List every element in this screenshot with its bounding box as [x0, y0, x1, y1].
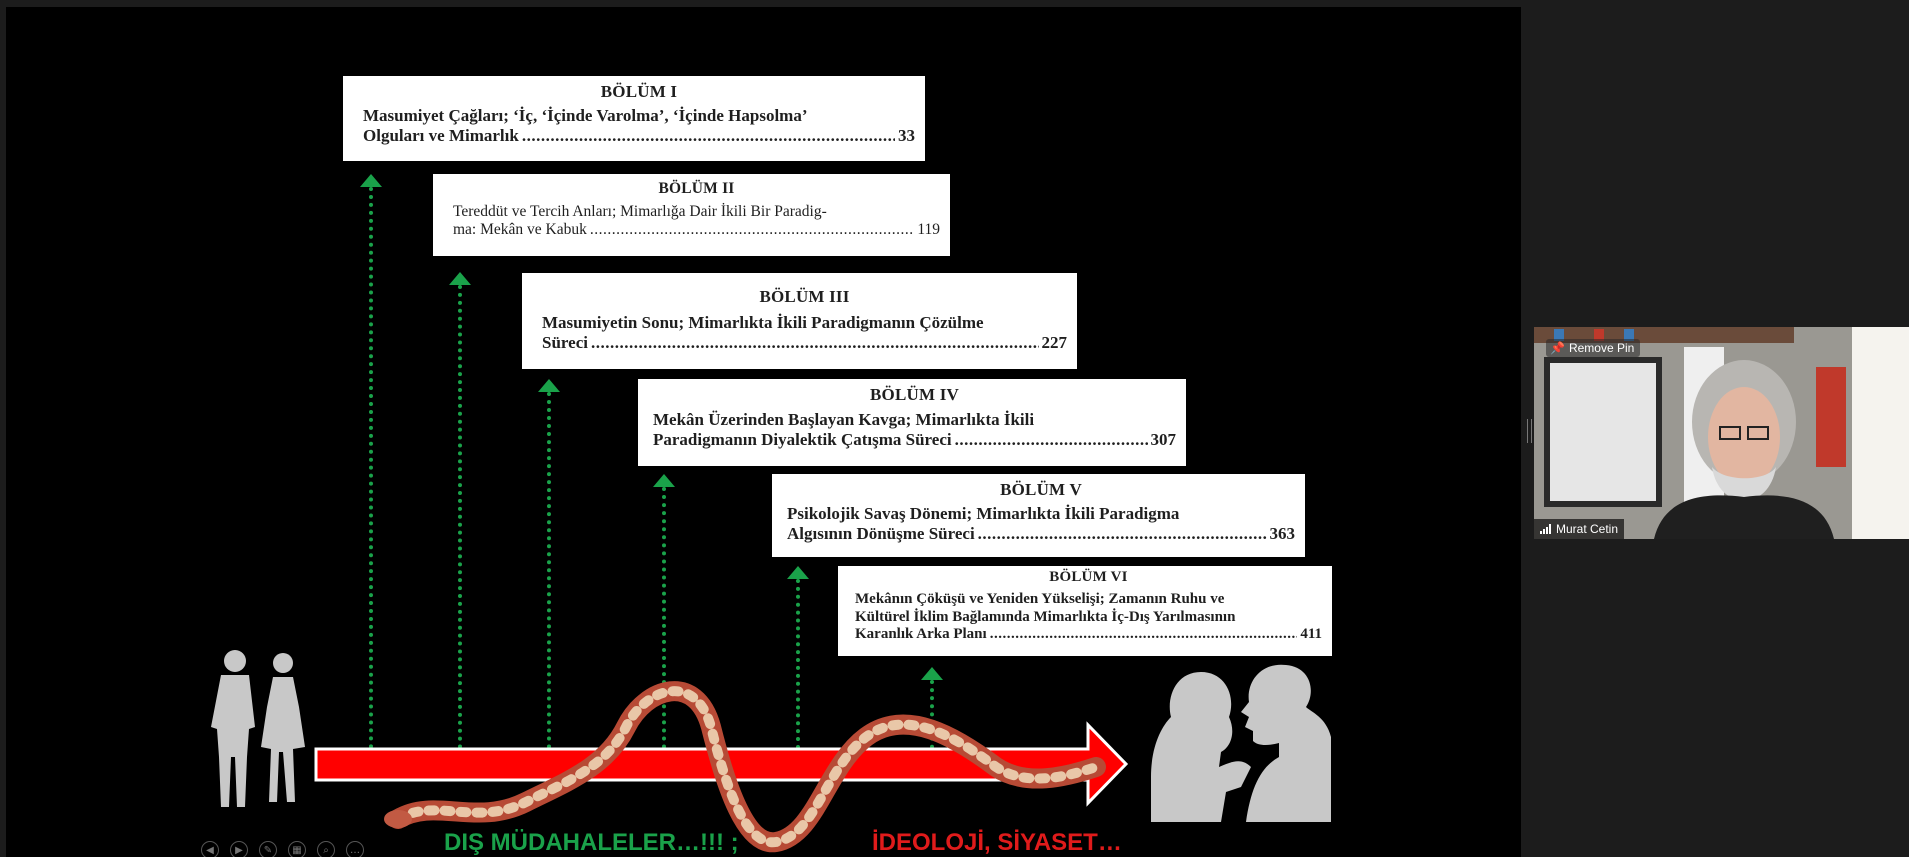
panel-resize-handle[interactable] — [1527, 419, 1532, 443]
external-interventions-text: DIŞ MÜDAHALELER…!!! ; — [444, 829, 739, 856]
signal-strength-icon — [1540, 524, 1551, 534]
chapter-title-line: Kültürel İklim Bağlamında Mimarlıkta İç-… — [855, 608, 1236, 625]
magnifier-icon: ⌕ — [323, 844, 329, 856]
pin-icon: 📌 — [1550, 341, 1565, 355]
chapter-title-line: Masumiyetin Sonu; Mimarlıkta İkili Parad… — [542, 313, 984, 332]
chevron-left-icon: ◀ — [206, 844, 214, 856]
remove-pin-label: Remove Pin — [1568, 341, 1635, 355]
chapter-box-4: BÖLÜM IV Mekân Üzerinden Başlayan Kavga;… — [638, 379, 1186, 466]
chapter-heading: BÖLÜM VI — [1049, 569, 1128, 585]
webcam-feed — [1534, 327, 1909, 539]
chapter-title-line: Mekânın Çöküşü ve Yeniden Yükselişi; Zam… — [855, 591, 1225, 607]
chapter-page: 307 — [1150, 430, 1177, 450]
participant-name: Murat Cetin — [1556, 522, 1619, 536]
chapter-box-3: BÖLÜM III Masumiyetin Sonu; Mimarlıkta İ… — [522, 273, 1077, 369]
chapter-title-line: Karanlık Arka Planı — [855, 626, 987, 643]
ideology-politics-text: İDEOLOJİ, SİYASET… — [872, 829, 1122, 856]
chapter-box-5: BÖLÜM V Psikolojik Savaş Dönemi; Mimarlı… — [772, 474, 1305, 557]
chapter-title-line: Olguları ve Mimarlık — [363, 126, 519, 146]
chapter-heading: BÖLÜM I — [600, 82, 678, 101]
chapter-page: 33 — [898, 126, 915, 146]
chevron-right-icon: ▶ — [235, 844, 243, 856]
slides-icon: ▦ — [292, 844, 302, 856]
pen-tool-button[interactable]: ✎ — [259, 841, 277, 857]
more-options-button[interactable]: … — [346, 841, 364, 857]
more-icon: … — [350, 844, 360, 856]
chapter-heading: BÖLÜM II — [658, 180, 735, 197]
presentation-slide: BÖLÜM I Masumiyet Çağları; ‘İç, ‘İçinde … — [6, 7, 1521, 857]
chapter-title-line: Psikolojik Savaş Dönemi; Mimarlıkta İkil… — [787, 504, 1180, 523]
chapter-title-line: Tereddüt ve Tercih Anları; Mimarlığa Dai… — [453, 203, 827, 220]
pen-icon: ✎ — [263, 844, 273, 856]
chapter-box-1: BÖLÜM I Masumiyet Çağları; ‘İç, ‘İçinde … — [343, 76, 925, 161]
chapter-title-line: Masumiyet Çağları; ‘İç, ‘İçinde Varolma’… — [363, 106, 808, 125]
participant-video-tile[interactable]: 📌 Remove Pin Murat Cetin — [1534, 327, 1909, 539]
chapter-title-line: ma: Mekân ve Kabuk — [453, 221, 587, 239]
chapter-heading: BÖLÜM III — [759, 287, 850, 306]
chapter-page: 119 — [917, 221, 940, 239]
chapter-page: 411 — [1300, 626, 1322, 643]
chapter-box-6: BÖLÜM VI Mekânın Çöküşü ve Yeniden Yükse… — [838, 566, 1332, 656]
next-slide-button[interactable]: ▶ — [230, 841, 248, 857]
see-all-slides-button[interactable]: ▦ — [288, 841, 306, 857]
remove-pin-button[interactable]: 📌 Remove Pin — [1546, 339, 1641, 357]
chapter-title-line: Algısının Dönüşme Süreci — [787, 524, 975, 544]
prev-slide-button[interactable]: ◀ — [201, 841, 219, 857]
zoom-button[interactable]: ⌕ — [317, 841, 335, 857]
snake-image — [384, 681, 1106, 853]
chapter-heading: BÖLÜM IV — [870, 385, 959, 404]
participant-name-tag: Murat Cetin — [1534, 519, 1625, 539]
arguing-couple-silhouette — [1151, 664, 1331, 822]
chapter-page: 363 — [1269, 524, 1296, 544]
chapter-heading: BÖLÜM V — [1000, 480, 1082, 499]
chapter-title-line: Süreci — [542, 333, 588, 353]
chapter-box-2: BÖLÜM II Tereddüt ve Tercih Anları; Mima… — [433, 174, 950, 256]
walking-couple-silhouette — [211, 650, 305, 807]
chapter-title-line: Mekân Üzerinden Başlayan Kavga; Mimarlık… — [653, 410, 1035, 429]
chapter-page: 227 — [1041, 333, 1068, 353]
chapter-title-line: Paradigmanın Diyalektik Çatışma Süreci — [653, 430, 952, 450]
